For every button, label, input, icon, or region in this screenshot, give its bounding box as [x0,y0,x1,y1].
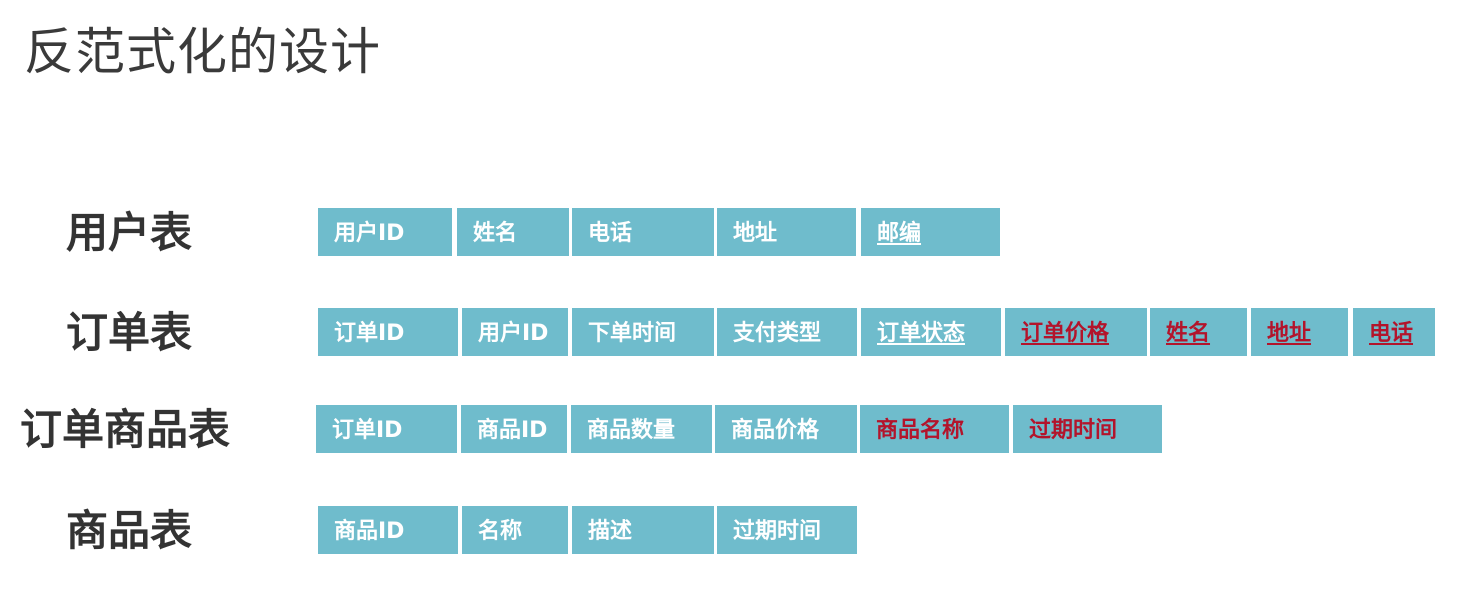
page-title: 反范式化的设计 [24,23,381,81]
field-label: 订单价格 [1021,321,1110,346]
field-label: 商品ID [477,418,548,443]
field-cell: 用户ID [318,208,452,256]
table-name-label: 订单商品表 [20,405,231,454]
table-name-label: 用户表 [66,208,193,257]
table-name-label: 商品表 [66,506,193,555]
redundant-field-cell: 地址 [1251,308,1348,356]
redundant-field-cell: 过期时间 [1013,405,1162,453]
field-label: 商品名称 [876,418,965,443]
field-cell: 商品数量 [571,405,712,453]
table-row: 订单表 订单ID 用户ID 下单时间 支付类型 订单状态 订单价格 姓名 地址 电话 [0,308,1468,358]
field-label: 描述 [588,519,633,544]
field-cell: 下单时间 [572,308,714,356]
field-cell: 商品ID [318,506,458,554]
field-label: 过期时间 [1029,418,1118,443]
redundant-field-cell: 姓名 [1150,308,1247,356]
field-label: 地址 [733,221,778,246]
table-row: 用户表 用户ID 姓名 电话 地址 邮编 [0,208,1468,258]
table-name-label: 订单表 [66,308,193,357]
field-cell: 描述 [572,506,714,554]
field-cell: 订单ID [318,308,458,356]
table-row: 商品表 商品ID 名称 描述 过期时间 [0,506,1468,556]
field-label: 电话 [1369,321,1414,346]
field-cell: 姓名 [457,208,569,256]
field-label: 姓名 [473,221,518,246]
field-cell: 订单ID [316,405,457,453]
field-cell: 用户ID [462,308,568,356]
table-row: 订单商品表 订单ID 商品ID 商品数量 商品价格 商品名称 过期时间 [0,405,1468,455]
field-cell: 名称 [462,506,568,554]
field-label: 过期时间 [733,519,822,544]
field-label: 下单时间 [588,321,677,346]
field-label: 订单ID [332,418,403,443]
field-label: 商品价格 [731,418,820,443]
field-cell: 商品ID [461,405,567,453]
field-cell: 过期时间 [717,506,857,554]
field-label: 电话 [588,221,633,246]
field-cell: 商品价格 [715,405,857,453]
field-cell: 电话 [572,208,714,256]
field-label: 商品ID [334,519,405,544]
field-cell: 订单状态 [861,308,1001,356]
field-label: 姓名 [1166,321,1211,346]
field-cell: 邮编 [861,208,1000,256]
redundant-field-cell: 电话 [1353,308,1435,356]
field-cell: 支付类型 [717,308,857,356]
field-label: 用户ID [478,321,549,346]
field-label: 邮编 [877,221,922,246]
field-label: 商品数量 [587,418,676,443]
field-cell: 地址 [717,208,856,256]
field-label: 地址 [1267,321,1312,346]
field-label: 订单ID [334,321,405,346]
redundant-field-cell: 商品名称 [860,405,1009,453]
field-label: 名称 [478,519,523,544]
redundant-field-cell: 订单价格 [1005,308,1147,356]
field-label: 支付类型 [733,321,822,346]
field-label: 用户ID [334,221,405,246]
field-label: 订单状态 [877,321,966,346]
